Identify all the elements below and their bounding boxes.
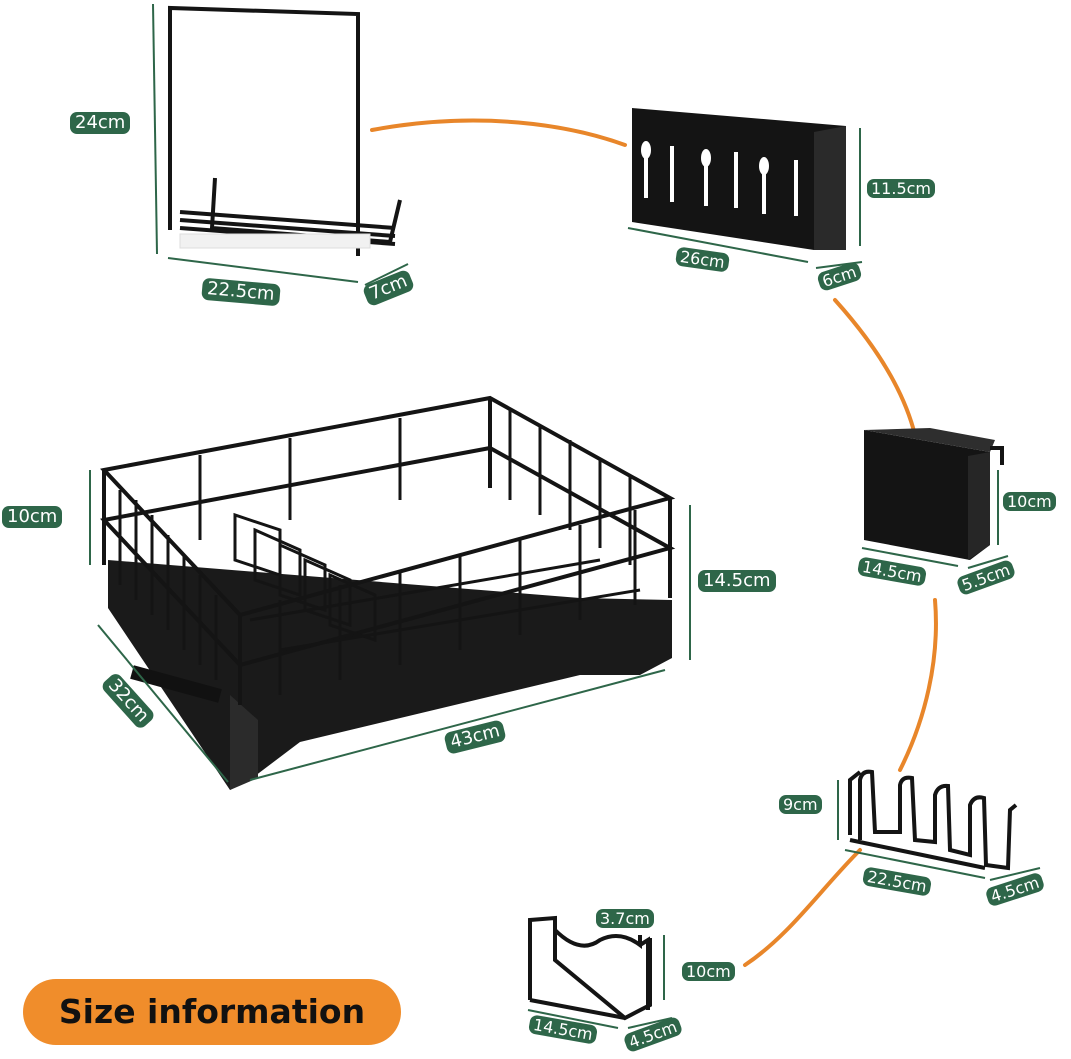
size-information-badge: Size information <box>23 979 401 1045</box>
cutting-board-rack-illustration <box>168 5 402 256</box>
utensil-cup-dimension-lines <box>861 470 1009 569</box>
pot-lid-gap-label: 3.7cm <box>596 909 654 928</box>
plate-holder-illustration <box>848 769 1018 871</box>
main-rack-illustration <box>100 395 676 790</box>
utensil-holder-large-illustration <box>632 108 846 250</box>
plate-holder-height-label: 9cm <box>779 795 822 814</box>
plate-holder-dimension-lines <box>837 780 1041 881</box>
main-rack-total-height-label: 14.5cm <box>698 570 776 592</box>
connector-arc <box>370 118 938 967</box>
cutting-board-height-label: 24cm <box>70 112 131 134</box>
pot-lid-holder-illustration <box>528 915 652 1021</box>
utensil-cup-small-illustration <box>864 428 1004 560</box>
main-rack-upper-height-label: 10cm <box>2 506 63 528</box>
pot-lid-height-label: 10cm <box>682 962 735 981</box>
utensil-cup-height-label: 10cm <box>1003 492 1056 511</box>
main-rack-dimension-lines <box>89 470 691 783</box>
utensil-holder-height-label: 11.5cm <box>867 179 936 198</box>
